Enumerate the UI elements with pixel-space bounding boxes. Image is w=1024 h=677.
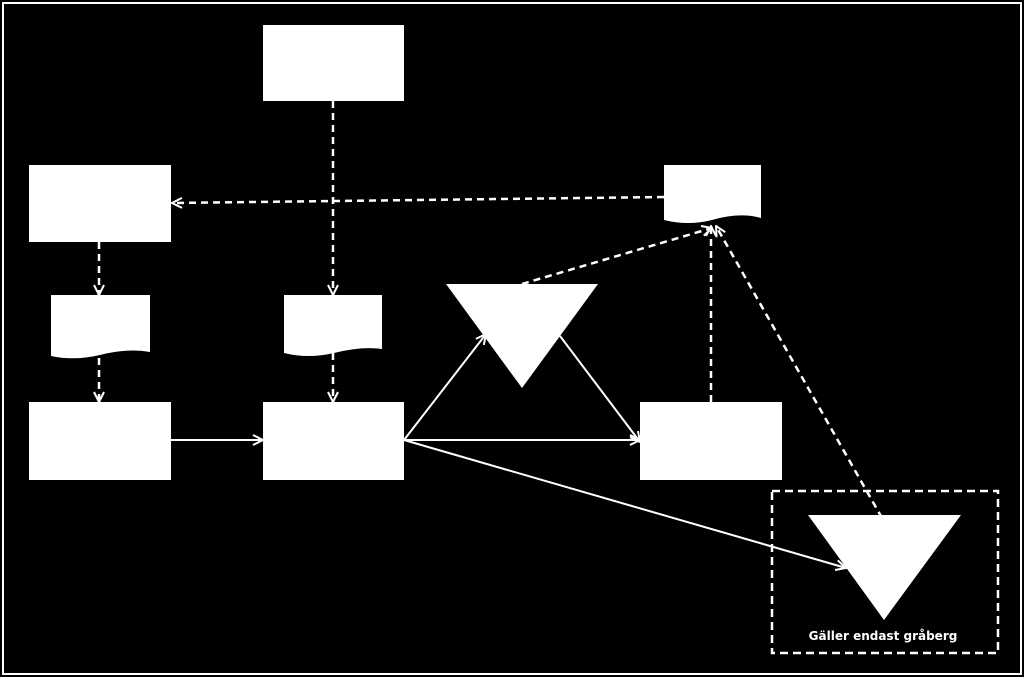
arrow-center-box-to-center-triangle xyxy=(403,334,486,441)
dashed-region xyxy=(770,489,1000,655)
center-document xyxy=(284,295,382,356)
bottom-right-box xyxy=(640,402,782,480)
arrow-top-right-document-to-left-box xyxy=(172,195,665,203)
arrow-center-triangle-to-bottom-right-box xyxy=(559,335,640,442)
center-box xyxy=(263,402,404,480)
solid-connectors xyxy=(171,334,846,568)
top-right-document xyxy=(664,165,761,223)
bottom-left-box xyxy=(29,402,171,480)
right-triangle xyxy=(808,515,961,620)
arrow-center-triangle-to-top-right-document xyxy=(521,228,712,286)
dashed-connectors xyxy=(99,101,884,519)
arrow-center-box-to-right-triangle xyxy=(403,439,846,568)
left-box xyxy=(29,165,171,242)
arrow-right-triangle-to-top-right-document xyxy=(716,226,884,519)
center-triangle xyxy=(446,284,598,388)
left-document xyxy=(51,295,150,359)
dashed-region-label: Gäller endast gråberg xyxy=(809,629,958,643)
top-box xyxy=(263,25,404,101)
